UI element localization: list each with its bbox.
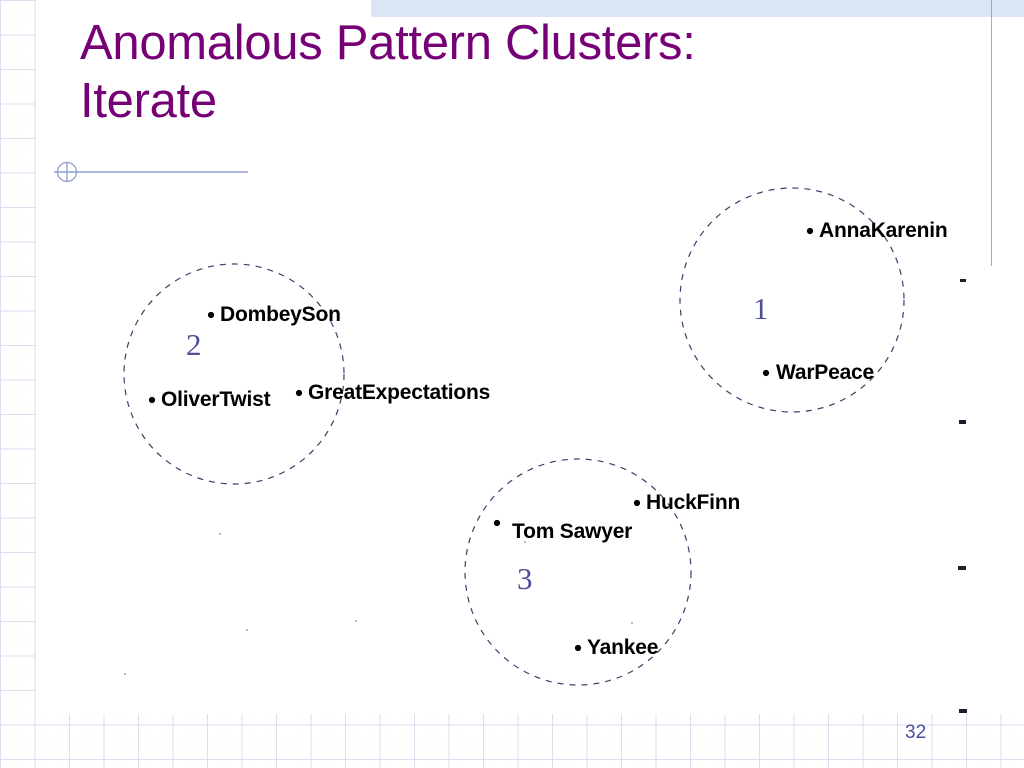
cluster-circle-3 <box>464 458 692 686</box>
scan-speck <box>355 620 357 622</box>
data-point-label: Yankee <box>587 636 659 659</box>
cluster-number-1: 1 <box>753 291 769 326</box>
slide-white-area <box>36 0 1024 714</box>
edge-tick-mark <box>959 420 966 424</box>
cluster-number-2: 2 <box>186 327 202 362</box>
title-ornament-icon <box>54 155 254 185</box>
cluster-number-3: 3 <box>517 561 533 596</box>
data-point-dot <box>574 644 582 652</box>
data-point-dot <box>806 227 814 235</box>
data-point-dot <box>207 311 215 319</box>
page-number: 32 <box>905 722 927 743</box>
data-point-dot <box>295 389 303 397</box>
scan-speck <box>246 629 248 631</box>
edge-tick-mark <box>960 279 966 282</box>
data-point-label: GreatExpectations <box>308 381 491 404</box>
edge-tick-mark <box>959 709 967 713</box>
scan-speck <box>524 541 526 543</box>
edge-tick-mark <box>958 566 966 570</box>
data-point-label: Tom Sawyer <box>512 520 633 543</box>
data-point-dot <box>148 396 156 404</box>
cluster-circle-1 <box>679 187 905 413</box>
data-point-dot <box>762 369 770 377</box>
data-point-label: DombeySon <box>220 303 341 326</box>
top-accent-band <box>371 0 1024 17</box>
data-point-label: AnnaKarenin <box>819 219 948 242</box>
scan-speck <box>219 533 221 535</box>
data-point-dot <box>633 499 641 507</box>
right-accent-rule <box>991 0 992 266</box>
cluster-circle-2 <box>123 263 345 485</box>
data-point-dot <box>493 519 501 527</box>
data-point-label: WarPeace <box>776 361 875 384</box>
page-title: Anomalous Pattern Clusters: Iterate <box>80 16 696 128</box>
scan-speck <box>124 673 126 675</box>
data-point-label: OliverTwist <box>161 388 271 411</box>
data-point-label: HuckFinn <box>646 491 741 514</box>
scan-speck <box>631 622 633 624</box>
